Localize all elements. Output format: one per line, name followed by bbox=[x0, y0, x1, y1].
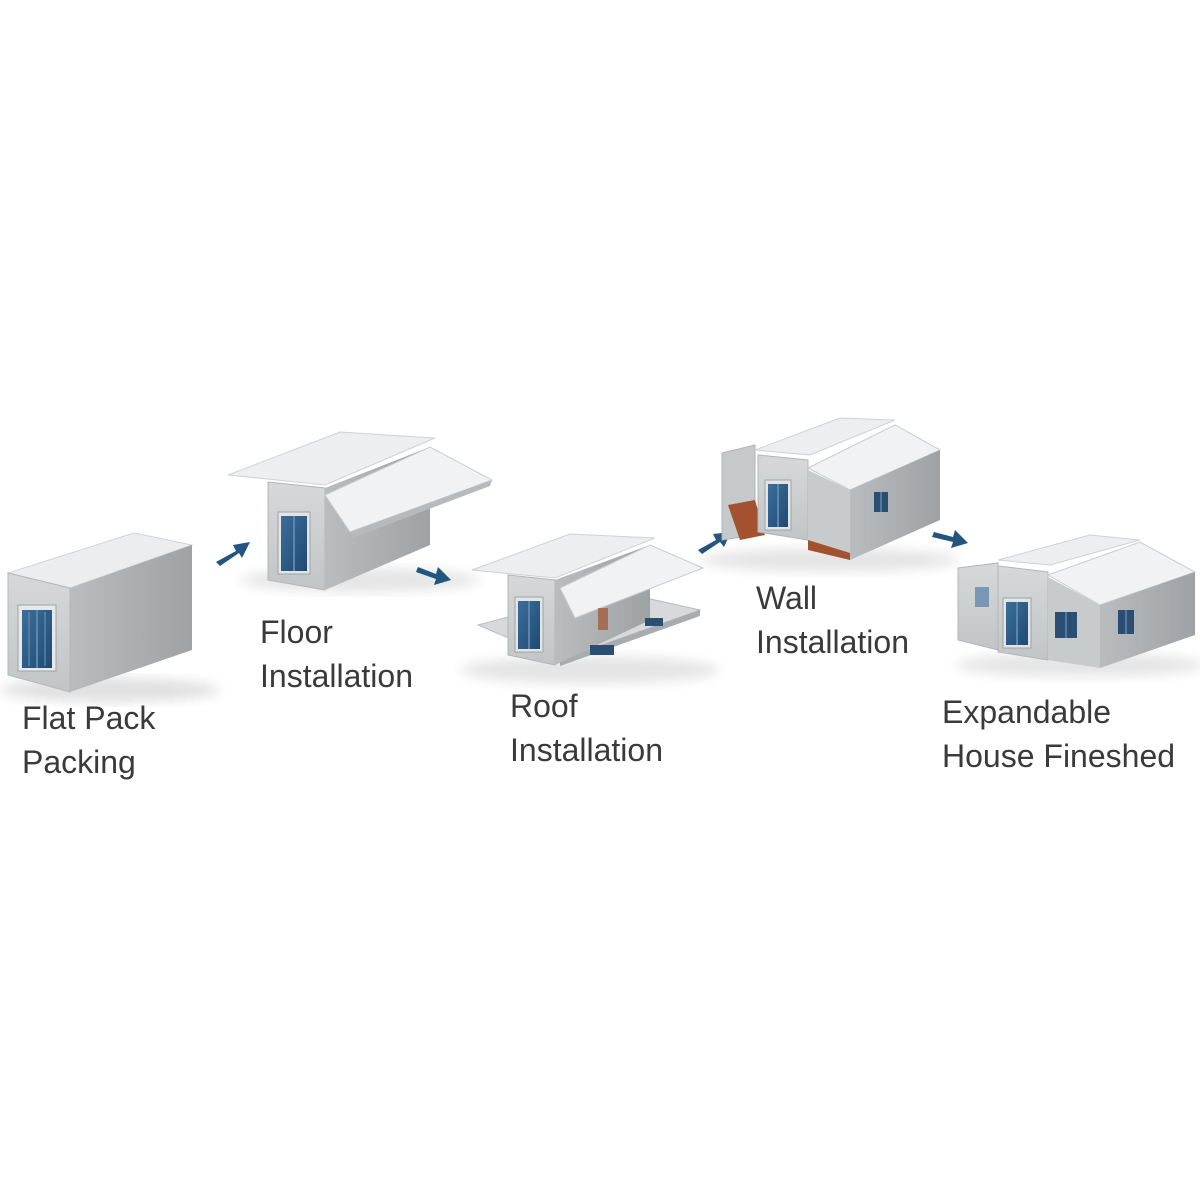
step-label-flat-pack: Flat Pack Packing bbox=[22, 696, 155, 784]
step-label-roof: Roof Installation bbox=[510, 684, 663, 772]
step-label-line: House Fineshed bbox=[942, 738, 1176, 774]
step-label-line: Packing bbox=[22, 744, 136, 780]
arrow-icon bbox=[932, 530, 968, 548]
step-label-line: Wall bbox=[756, 580, 818, 616]
wall-installation-house bbox=[700, 417, 960, 572]
roof-installation-house bbox=[460, 533, 720, 684]
step-label-finished: Expandable House Fineshed bbox=[942, 690, 1175, 778]
arrow-icon bbox=[416, 567, 451, 585]
step-label-line: Floor bbox=[260, 614, 333, 650]
step-label-line: Expandable bbox=[942, 694, 1112, 730]
floor-installation-house bbox=[227, 431, 494, 592]
finished-house bbox=[955, 534, 1200, 677]
step-label-line: Roof bbox=[510, 688, 578, 724]
step-label-line: Flat Pack bbox=[22, 700, 156, 736]
step-label-floor: Floor Installation bbox=[260, 610, 413, 698]
step-label-wall: Wall Installation bbox=[756, 576, 909, 664]
arrow-icon bbox=[216, 542, 250, 566]
step-label-line: Installation bbox=[260, 658, 413, 694]
flat-pack-container bbox=[0, 532, 220, 702]
step-label-line: Installation bbox=[756, 624, 909, 660]
step-label-line: Installation bbox=[510, 732, 663, 768]
